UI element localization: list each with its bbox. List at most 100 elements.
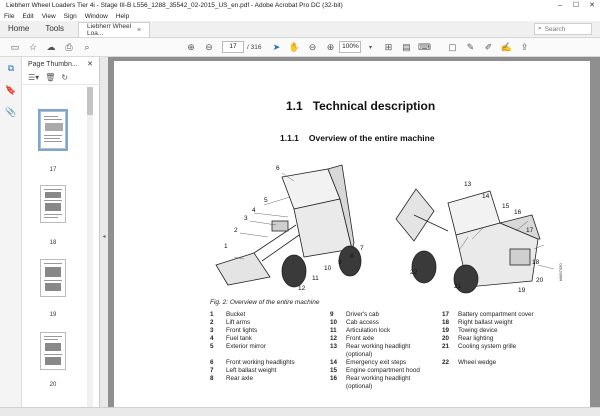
left-icon-rail: ⧉ 🔖 📎 [0,57,22,416]
callout-2: 2 [234,227,238,234]
highlight-pen-icon[interactable]: ✎ [466,41,475,52]
legend-item-note: (optional) [346,383,373,390]
window-title: Liebherr Wheel Loaders Tier 4i - Stage I… [6,2,343,9]
close-tab-icon[interactable]: × [136,26,142,34]
fit-page-icon[interactable]: ⊞ [384,41,393,52]
menu-view[interactable]: View [41,12,56,20]
share-icon[interactable]: ⇪ [520,41,529,52]
print-icon[interactable]: ⎙ [65,41,73,52]
callout-18: 18 [532,259,540,266]
section-title: Technical description [312,99,436,113]
hand-tool-icon[interactable]: ✋ [288,41,301,52]
page-total: / 316 [247,43,262,51]
close-panel-icon[interactable]: ✕ [87,61,93,68]
thumbnails-title: Page Thumbn... [28,60,78,68]
thumbnail-label-19: 19 [49,312,57,318]
thumbnail-page-20[interactable] [40,332,66,370]
thumbnail-page-19[interactable] [40,259,66,297]
figure-caption: Fig. 2: Overview of the entire machine [210,299,320,306]
bookmarks-icon[interactable]: 🔖 [5,84,17,95]
search-icon: ⌕ [538,25,542,32]
comment-icon[interactable]: ▢ [448,41,457,52]
menu-edit[interactable]: Edit [22,12,34,20]
menu-sign[interactable]: Sign [63,12,77,20]
thumbnail-label-18: 18 [49,240,57,246]
next-page-icon[interactable]: ⊖ [205,41,213,52]
search-text-icon[interactable]: ⌕ [84,41,90,52]
callout-6: 6 [276,165,280,172]
legend-item-note: (optional) [346,351,373,358]
title-bar: Liebherr Wheel Loaders Tier 4i - Stage I… [0,0,600,11]
previous-page-icon[interactable]: ⊕ [187,41,195,52]
callout-19: 19 [518,287,526,294]
zoom-level-input[interactable]: 100% [339,41,362,53]
maximize-button[interactable]: ☐ [572,2,580,9]
page-thumbnails-icon[interactable]: ⧉ [7,62,15,73]
thumbnails-header: Page Thumbn... ✕ [22,57,99,71]
zoom-dropdown-icon[interactable]: ▾ [368,44,372,51]
thumbnail-label-20: 20 [49,382,57,388]
fill-sign-icon[interactable]: ✍ [500,41,513,52]
select-cursor-icon[interactable]: ➤ [272,41,281,52]
page-number-input[interactable]: 17 [222,41,244,53]
callout-16: 16 [514,209,522,216]
search-input[interactable]: ⌕ Search [534,23,592,35]
callout-14: 14 [482,193,490,200]
bookmark-star-icon[interactable]: ☆ [28,41,38,52]
callout-15: 15 [502,203,510,210]
callout-1: 1 [224,243,228,250]
tab-document[interactable]: Liebherr Wheel Loa... × [78,22,151,37]
thumbnail-page-18[interactable] [40,185,66,223]
thumbnail-options-icon[interactable]: ☰▾ [28,73,40,82]
zoom-in-icon[interactable]: ⊕ [326,41,335,52]
menu-file[interactable]: File [4,12,15,20]
thumbnails-scrollbar[interactable] [87,87,93,407]
tab-tools[interactable]: Tools [45,24,65,33]
callout-22: 22 [410,269,418,276]
callout-8: 8 [350,253,354,260]
thumbnails-scrollbar-thumb[interactable] [87,87,93,115]
minimize-button[interactable]: – [558,2,562,9]
close-window-button[interactable]: ✕ [589,2,595,9]
attachments-icon[interactable]: 📎 [5,106,17,117]
wheel-loader-illustration: k9897030 [215,164,563,294]
upload-cloud-icon[interactable]: ☁ [46,41,56,52]
collapse-panel-handle[interactable]: ◂ [100,57,108,416]
menu-window[interactable]: Window [84,12,108,20]
machine-overview-figure: k9897030 1 2 3 4 5 6 7 8 9 10 11 12 13 1… [210,153,570,295]
toolbar: ▭ ☆ ☁ ⎙ ⌕ ⊕ ⊖ 17 / 316 ➤ ✋ ⊖ ⊕ 100% ▾ ⊞ … [0,38,600,57]
tab-home[interactable]: Home [8,24,30,33]
scroll-mode-icon[interactable]: ▤ [402,41,411,52]
save-icon[interactable]: ▭ [10,41,20,52]
loader-front-view [215,164,362,288]
loader-rear-view [395,188,541,294]
page-thumbnails-panel: Page Thumbn... ✕ ☰▾ 🗑 ↻ 17 18 19 [22,57,100,416]
thumbnail-page-17[interactable] [38,109,68,151]
rotate-page-icon[interactable]: ↻ [61,73,69,82]
zoom-out-icon[interactable]: ⊖ [308,41,317,52]
keyboard-icon[interactable]: ⌨ [417,41,431,52]
subsection-title: Overview of the entire machine [308,133,435,143]
subsection-number: 1.1.1 [280,133,299,143]
menu-help[interactable]: Help [115,12,130,20]
draw-icon[interactable]: ✐ [484,41,493,52]
thumbnails-toolbar: ☰▾ 🗑 ↻ [22,71,99,85]
callout-7: 7 [360,245,364,252]
delete-page-icon[interactable]: 🗑 [45,73,56,82]
